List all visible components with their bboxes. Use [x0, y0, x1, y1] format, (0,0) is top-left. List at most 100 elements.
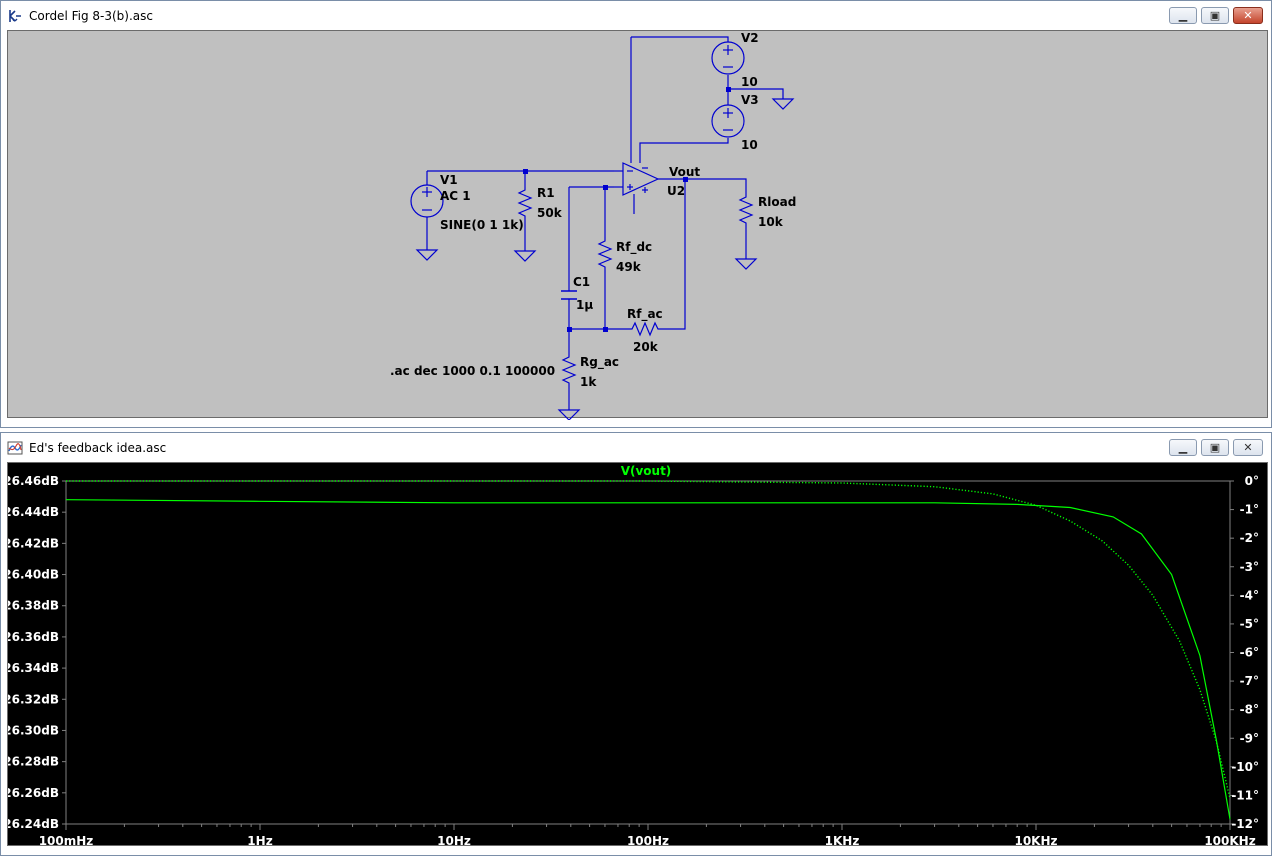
junction-dots — [523, 87, 731, 332]
window-title: Ed's feedback idea.asc — [29, 441, 167, 455]
v2-name: V2 — [741, 31, 759, 45]
schematic-drawing[interactable]: V2 10 V3 10 Vout U2 V1 AC 1 SINE(0 1 1k)… — [8, 31, 1270, 421]
capacitor-c1[interactable] — [561, 290, 577, 300]
rg-ac-value: 1k — [580, 375, 597, 389]
rf-ac-name: Rf_ac — [627, 307, 663, 322]
rg-ac-name: Rg_ac — [580, 355, 619, 370]
rf-dc-name: Rf_dc — [616, 240, 652, 255]
v3-name: V3 — [741, 93, 759, 107]
rf-ac-value: 20k — [633, 340, 659, 354]
y-left-tick-label: 26.24dB — [8, 817, 59, 831]
voltage-source-v2[interactable] — [711, 41, 745, 75]
plot-window[interactable]: Ed's feedback idea.asc ▁ ▣ ✕ V(vout) 100… — [0, 432, 1272, 856]
y-left-tick-label: 26.30dB — [8, 723, 59, 737]
v3-value: 10 — [741, 138, 758, 152]
u2-name: U2 — [667, 184, 685, 198]
x-tick-label: 1KHz — [825, 834, 860, 848]
v1-value: SINE(0 1 1k) — [440, 218, 524, 232]
schematic-canvas[interactable]: V2 10 V3 10 Vout U2 V1 AC 1 SINE(0 1 1k)… — [7, 30, 1270, 421]
traces — [65, 480, 1231, 820]
maximize-button[interactable]: ▣ — [1201, 7, 1229, 24]
y-right-tick-label: -7° — [1240, 674, 1259, 688]
opamp-u2[interactable] — [614, 162, 660, 196]
resistor-rf-ac[interactable] — [628, 321, 660, 337]
y-left-tick-label: 26.38dB — [8, 599, 59, 613]
maximize-button[interactable]: ▣ — [1201, 439, 1229, 456]
maximize-icon: ▣ — [1209, 9, 1221, 22]
y-right-tick-label: -8° — [1240, 703, 1259, 717]
resistor-rf-dc[interactable] — [597, 237, 613, 273]
voltage-source-v1[interactable] — [410, 184, 444, 218]
y-right-tick-label: -10° — [1231, 760, 1259, 774]
y-left-tick-label: 26.34dB — [8, 661, 59, 675]
y-axis-right: 0° -1° -2° -3° -4° -5° -6° -7° -8° -9° -10° -11° -12… — [1230, 474, 1259, 831]
y-left-tick-label: 26.40dB — [8, 568, 59, 582]
close-button[interactable]: ✕ — [1233, 7, 1263, 24]
magnitude-trace[interactable] — [65, 499, 1231, 820]
rf-dc-value: 49k — [616, 260, 642, 274]
resistor-r1[interactable] — [517, 187, 533, 219]
resistor-rg-ac[interactable] — [561, 353, 577, 389]
schematic-icon — [9, 10, 21, 22]
y-left-tick-label: 26.36dB — [8, 630, 59, 644]
y-right-tick-label: -6° — [1240, 646, 1259, 660]
y-left-tick-label: 26.46dB — [8, 474, 59, 488]
plot-frame — [65, 480, 1231, 825]
waveform-icon — [7, 441, 23, 455]
y-right-tick-label: -12° — [1231, 817, 1259, 831]
v2-value: 10 — [741, 75, 758, 89]
y-axis-left: 26.46dB 26.44dB 26.42dB 26.40dB 26.38dB 26.36… — [3, 474, 66, 831]
x-tick-label: 100mHz — [39, 834, 94, 848]
schematic-window[interactable]: Cordel Fig 8-3(b).asc ▁ ▣ ✕ — [0, 0, 1272, 428]
vout-net-label: Vout — [669, 165, 700, 179]
maximize-icon: ▣ — [1209, 441, 1221, 454]
y-right-tick-label: -4° — [1240, 588, 1259, 602]
v1-name: V1 — [440, 173, 458, 187]
r1-value: 50k — [537, 206, 563, 220]
minimize-icon: ▁ — [1178, 441, 1188, 454]
y-right-tick-label: 0° — [1245, 474, 1259, 488]
ground-symbol — [771, 98, 795, 110]
y-left-tick-label: 26.42dB — [8, 536, 59, 550]
close-icon: ✕ — [1243, 441, 1253, 454]
minimize-button[interactable]: ▁ — [1169, 439, 1197, 456]
ground-symbol — [734, 258, 758, 270]
y-left-tick-label: 26.26dB — [8, 786, 59, 800]
x-tick-label: 10Hz — [437, 834, 471, 848]
plot-titlebar[interactable]: Ed's feedback idea.asc ▁ ▣ ✕ — [1, 433, 1271, 463]
y-left-tick-label: 26.32dB — [8, 692, 59, 706]
spice-directive[interactable]: .ac dec 1000 0.1 100000 — [390, 364, 555, 378]
y-right-tick-label: -9° — [1240, 731, 1259, 745]
y-right-tick-label: -1° — [1240, 503, 1259, 517]
resistor-rload[interactable] — [738, 193, 754, 229]
c1-value: 1µ — [576, 298, 593, 312]
wires — [426, 36, 784, 410]
close-button[interactable]: ✕ — [1233, 439, 1263, 456]
minimize-button[interactable]: ▁ — [1169, 7, 1197, 24]
c1-name: C1 — [573, 275, 590, 289]
close-icon: ✕ — [1243, 9, 1253, 22]
r1-name: R1 — [537, 186, 555, 200]
ground-symbol — [557, 409, 581, 421]
y-left-tick-label: 26.44dB — [8, 505, 59, 519]
x-tick-label: 100Hz — [627, 834, 669, 848]
ground-symbol — [513, 250, 537, 262]
window-title: Cordel Fig 8-3(b).asc — [29, 9, 153, 23]
x-tick-label: 10KHz — [1014, 834, 1057, 848]
y-left-tick-label: 26.28dB — [8, 755, 59, 769]
x-tick-label: 1Hz — [247, 834, 272, 848]
y-right-tick-label: -5° — [1240, 617, 1259, 631]
rload-value: 10k — [758, 215, 784, 229]
voltage-source-v3[interactable] — [711, 104, 745, 138]
y-right-tick-label: -2° — [1240, 531, 1259, 545]
phase-trace[interactable] — [66, 480, 1231, 799]
ground-symbol — [415, 249, 439, 261]
minimize-icon: ▁ — [1178, 9, 1188, 22]
y-right-tick-label: -3° — [1240, 560, 1259, 574]
y-right-tick-label: -11° — [1231, 788, 1259, 802]
rload-name: Rload — [758, 195, 796, 209]
schematic-titlebar[interactable]: Cordel Fig 8-3(b).asc ▁ ▣ ✕ — [1, 1, 1271, 31]
trace-label[interactable]: V(vout) — [621, 464, 672, 478]
